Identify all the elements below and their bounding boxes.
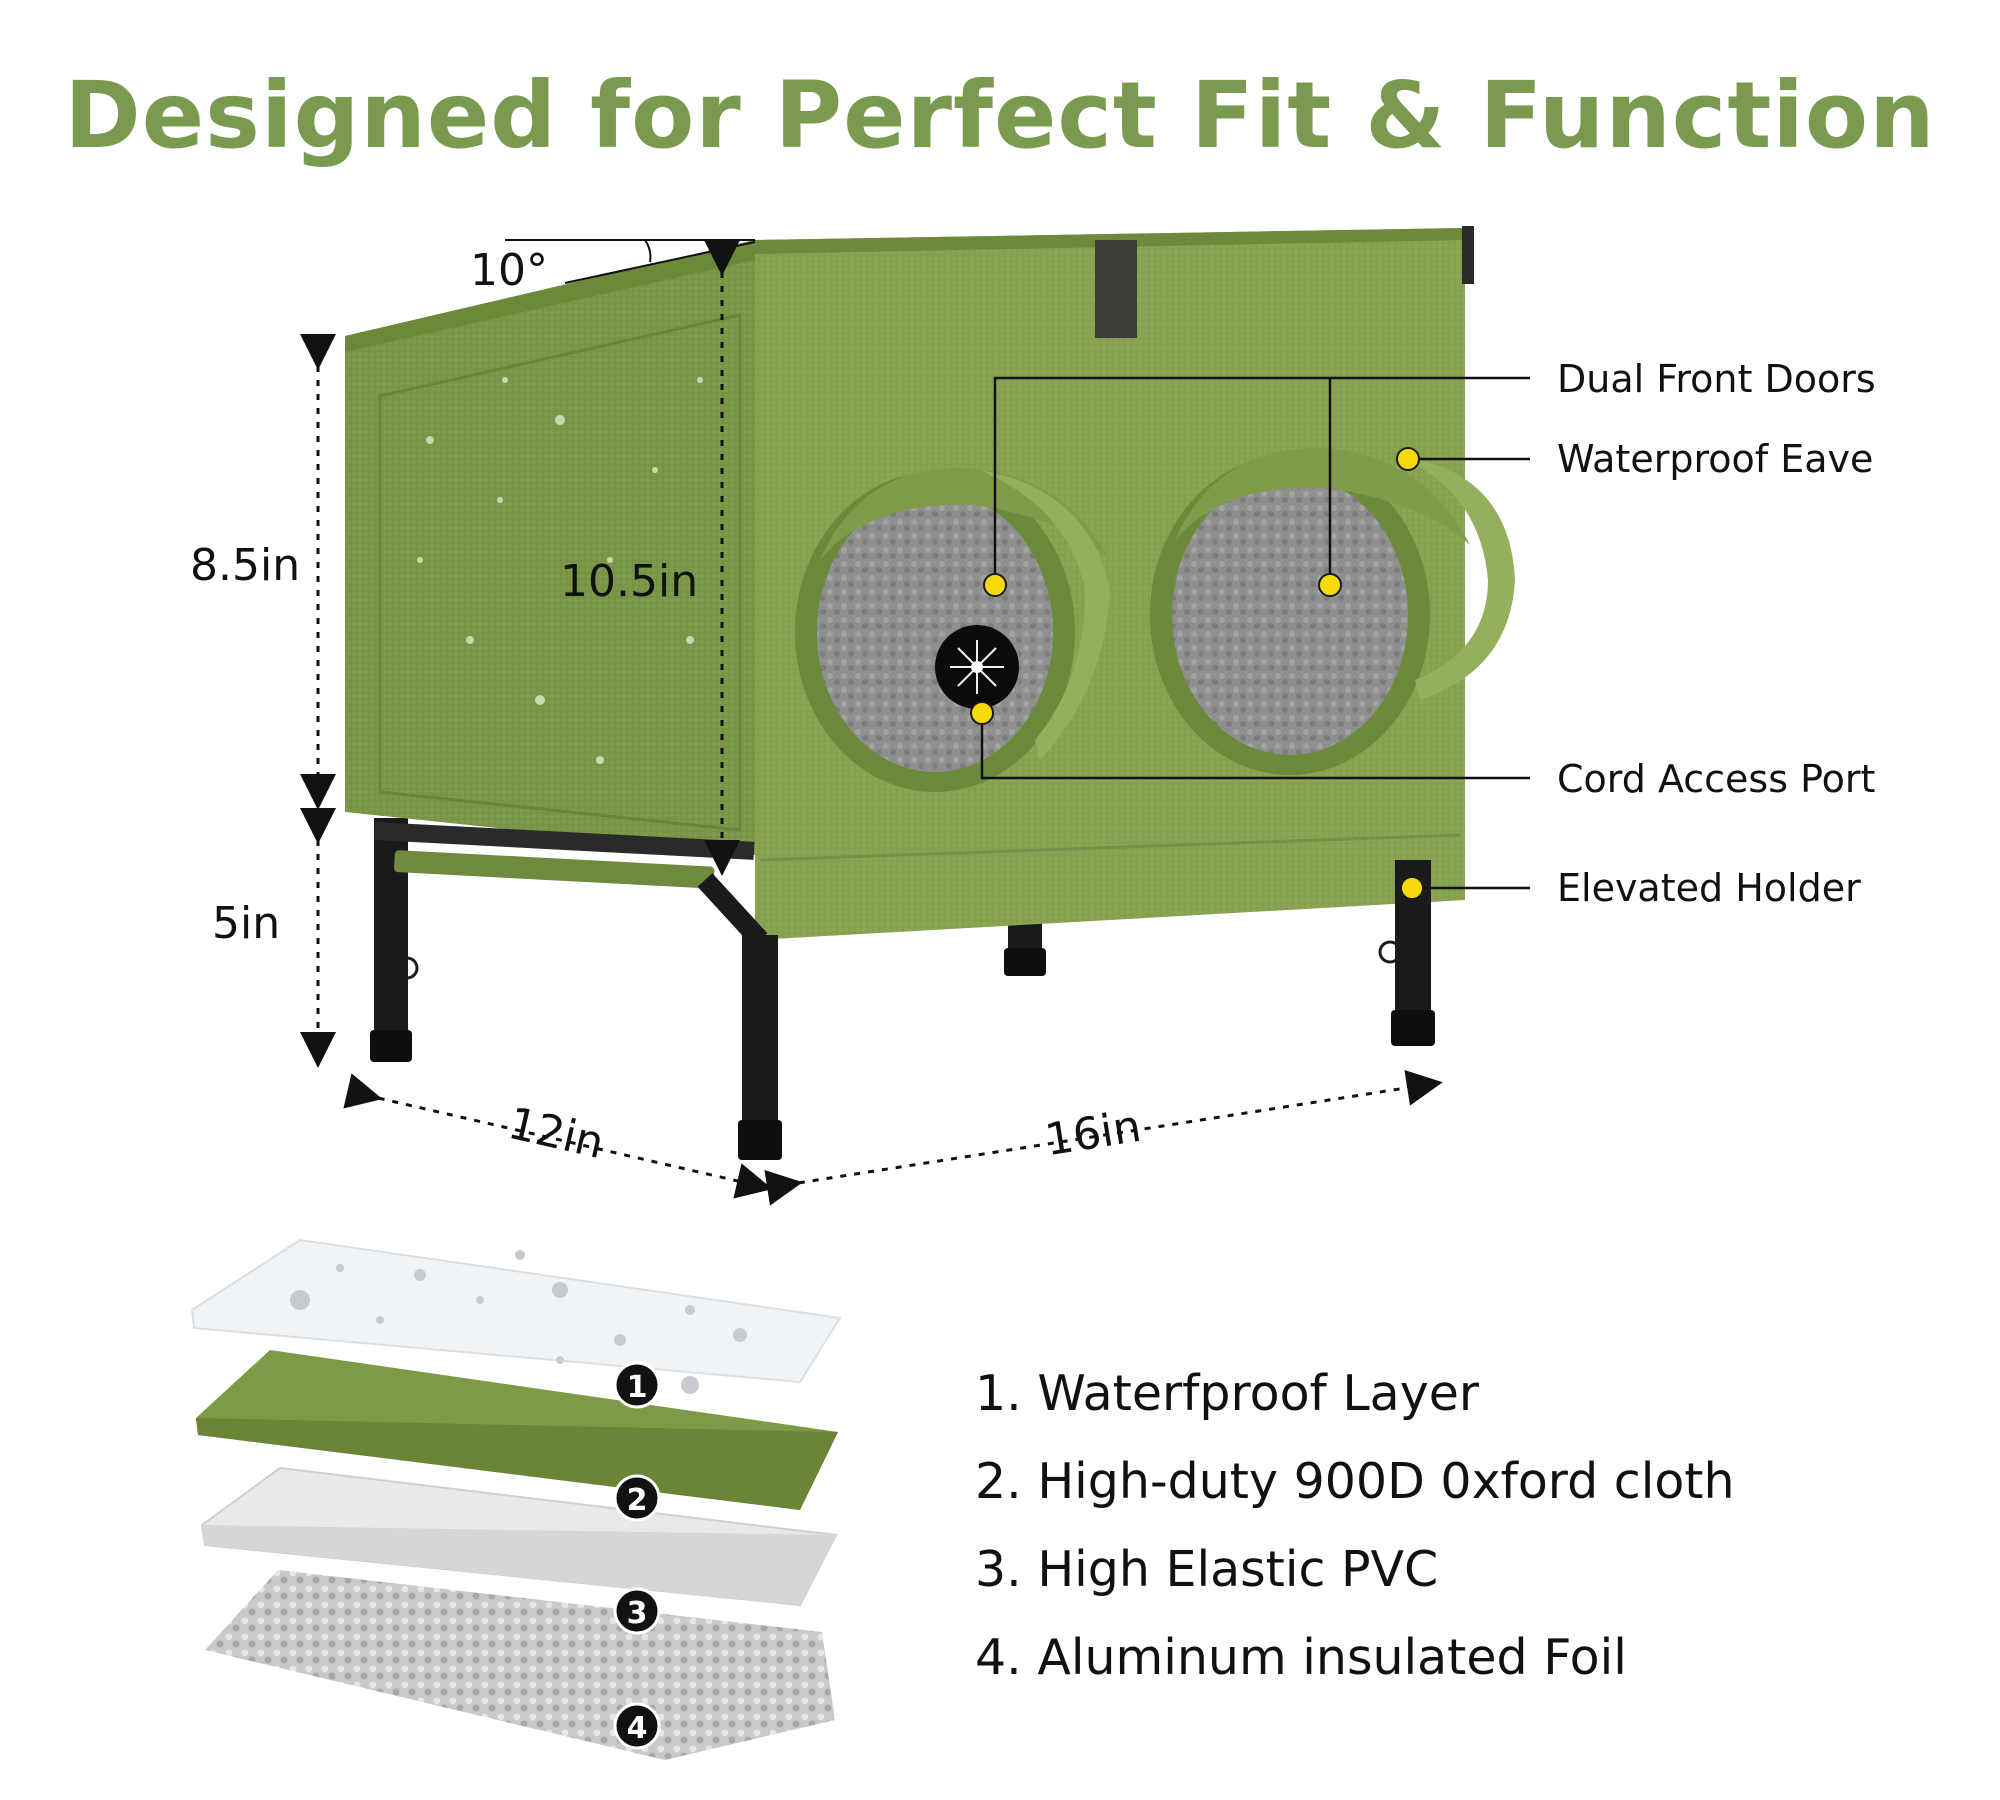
- callout-waterproof-eave: Waterproof Eave: [1557, 437, 1874, 481]
- callout-dual-front-doors: Dual Front Doors: [1557, 357, 1876, 401]
- front-door-right: [1150, 448, 1515, 775]
- front-height-label: 10.5in: [560, 556, 699, 607]
- layer-label-3: 3. High Elastic PVC: [975, 1541, 1439, 1598]
- callout-elevated-holder: Elevated Holder: [1557, 866, 1861, 910]
- dimension-lines: [300, 239, 1443, 1206]
- leg-height-label: 5in: [212, 898, 281, 949]
- layer-label-1: 1. Waterfproof Layer: [975, 1365, 1479, 1422]
- layer-label-2: 2. High-duty 900D 0xford cloth: [975, 1453, 1735, 1510]
- layer-label-4: 4. Aluminum insulated Foil: [975, 1629, 1627, 1686]
- callout-cord-access-port: Cord Access Port: [1557, 757, 1876, 801]
- callout-leaders: [980, 376, 1530, 890]
- material-layers-illustration: [190, 1238, 842, 1760]
- page-title: Designed for Perfect Fit & Function: [64, 62, 1936, 169]
- side-panel: [345, 240, 755, 855]
- side-height-label: 8.5in: [190, 540, 301, 591]
- roof-angle-label: 10°: [470, 245, 548, 296]
- callout-dots: [970, 447, 1424, 900]
